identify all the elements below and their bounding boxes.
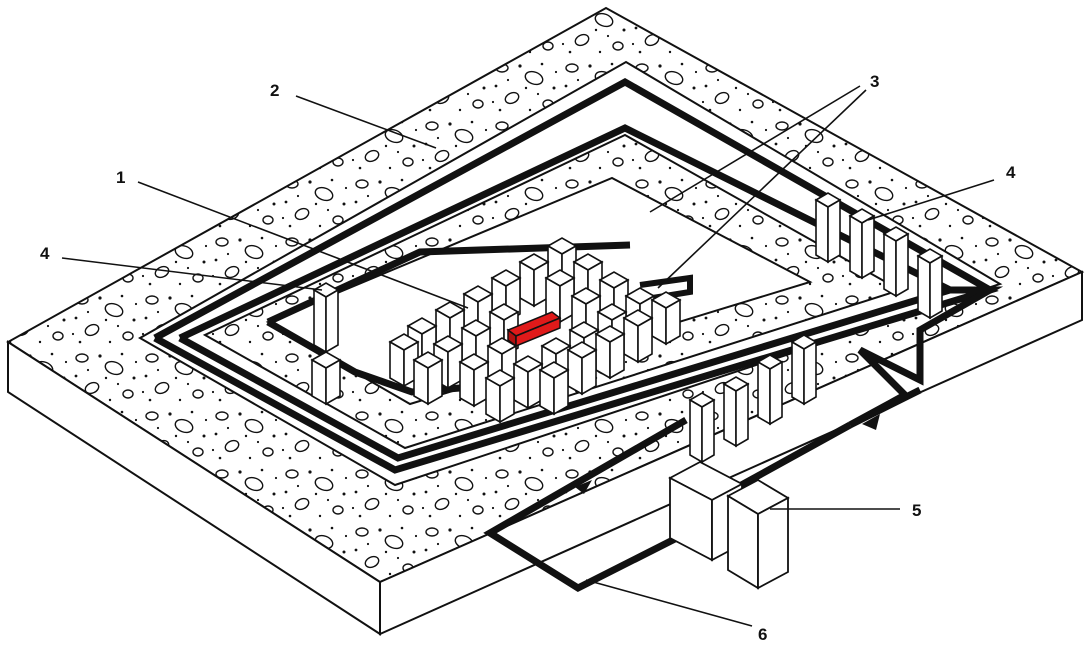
- callout-4-right: 4: [1006, 163, 1016, 182]
- highlighted-element: [506, 311, 562, 348]
- unit-blocks: [668, 460, 790, 590]
- leader-line-4-right: [867, 179, 995, 221]
- callout-6: 6: [758, 625, 767, 644]
- leader-line-4-left: [61, 257, 323, 291]
- callout-2: 2: [270, 81, 279, 100]
- leader-line-6: [585, 579, 753, 627]
- left-terminal-block: [311, 282, 341, 405]
- leader-line-3b: [657, 89, 867, 289]
- leader-line-3a: [649, 85, 861, 213]
- exit-conductor: [848, 286, 1004, 430]
- callout-3: 3: [870, 72, 879, 91]
- leader-line-1: [137, 181, 469, 309]
- external-loop: [483, 416, 852, 593]
- callout-4-left: 4: [40, 244, 50, 263]
- callout-1: 1: [116, 168, 125, 187]
- callout-labels: 1 2 3 4 4 5 6: [40, 72, 1016, 644]
- leader-line-2: [295, 95, 437, 149]
- callout-5: 5: [912, 501, 921, 520]
- leader-lines: [61, 85, 995, 627]
